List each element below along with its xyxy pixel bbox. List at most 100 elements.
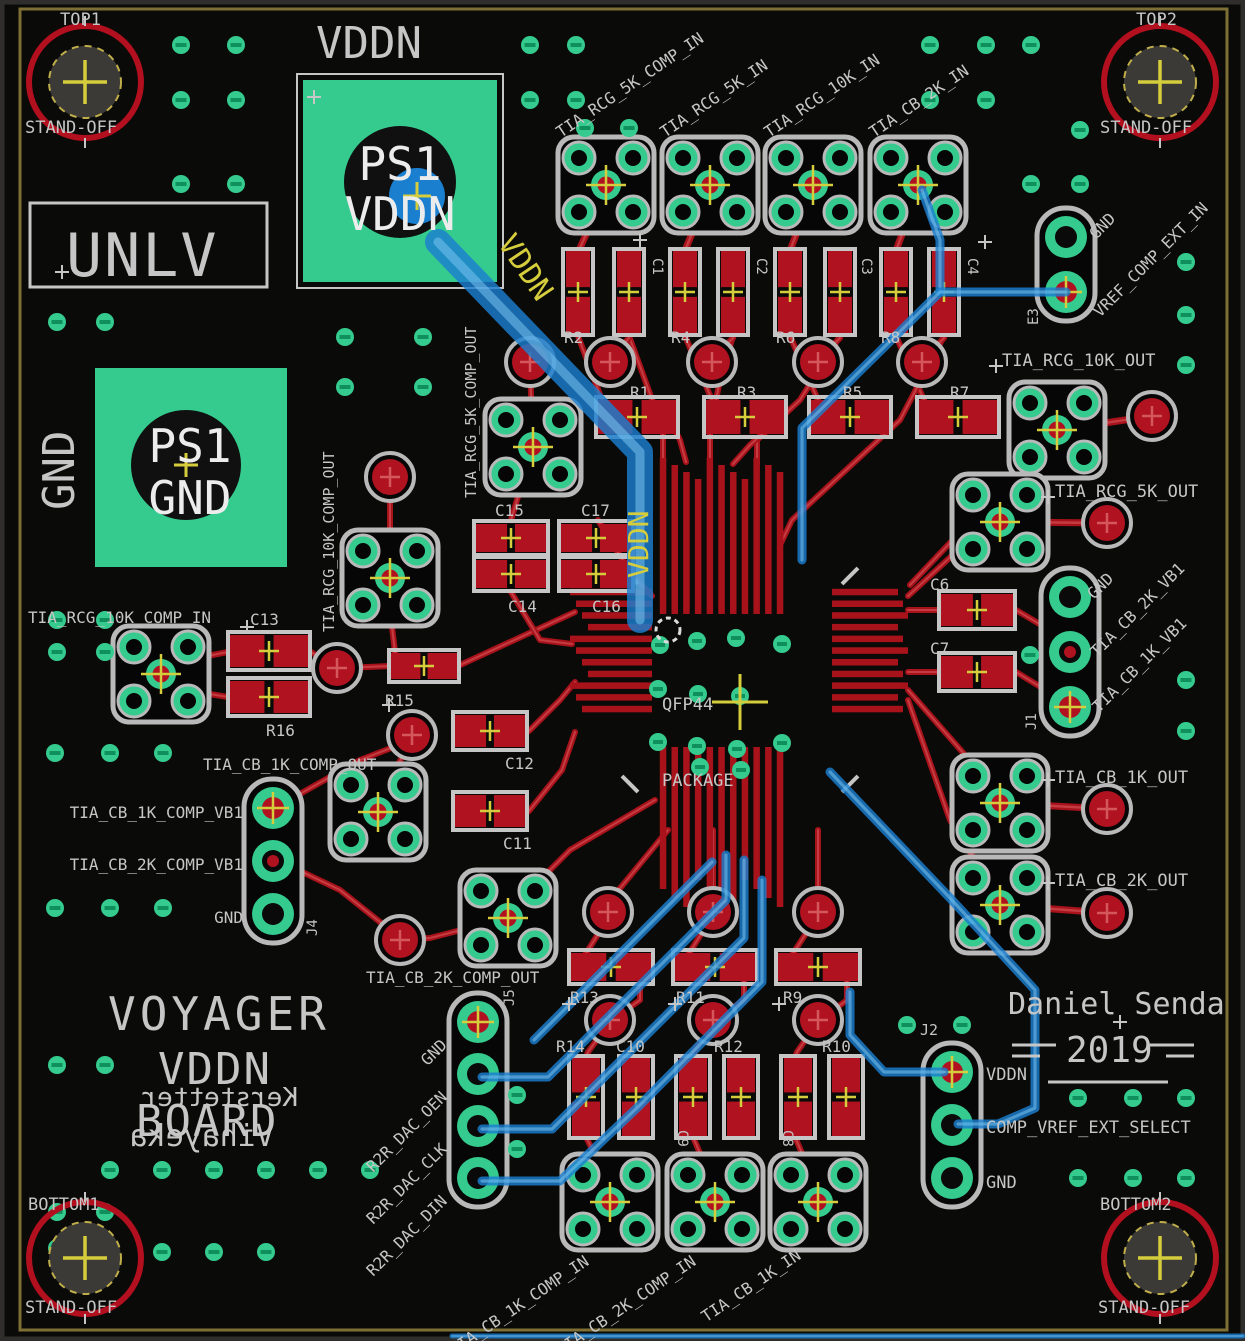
qfp-pin-right[interactable] [832, 659, 898, 666]
qfp-pin-right[interactable] [832, 635, 903, 643]
test-point[interactable] [386, 709, 438, 761]
qfp-pin-left[interactable] [582, 659, 652, 666]
smd-pad[interactable] [884, 251, 908, 288]
test-point[interactable] [311, 642, 363, 694]
mount-hole-bottom1[interactable] [26, 1192, 144, 1324]
smd-r11[interactable] [671, 948, 759, 986]
test-point[interactable] [1081, 497, 1133, 549]
qfp-pin-top[interactable] [718, 465, 725, 614]
qfp-pin-left[interactable] [588, 623, 652, 631]
smd-pad[interactable] [932, 296, 956, 333]
smd-pad[interactable] [828, 296, 852, 333]
sma-tia_cb_2k_out[interactable] [949, 854, 1051, 956]
qfp-pin-left[interactable] [582, 705, 652, 713]
qfp-pin-right[interactable] [832, 670, 903, 678]
smd-r6[interactable] [773, 247, 807, 337]
qfp-pin-bottom[interactable] [730, 747, 737, 907]
smd-pad[interactable] [721, 296, 745, 333]
smd-c1[interactable] [612, 247, 646, 337]
qfp-pin-top[interactable] [706, 458, 714, 614]
smd-c16[interactable] [557, 555, 635, 593]
smd-r15[interactable] [387, 648, 461, 684]
sma-tia_rcg_10k_out[interactable] [1006, 379, 1108, 481]
qfp-pin-left[interactable] [588, 670, 652, 678]
smd-pad[interactable] [832, 1101, 860, 1136]
qfp-pin-top[interactable] [753, 458, 760, 614]
smd-c9x[interactable] [722, 1054, 760, 1140]
test-point[interactable] [364, 451, 416, 503]
qfp-pin-bottom[interactable] [765, 747, 772, 898]
qfp-pin-left[interactable] [576, 694, 652, 701]
qfp-pin-right[interactable] [832, 647, 908, 654]
smd-c7[interactable] [937, 651, 1017, 693]
sma-tia_rcg_10k_in[interactable] [762, 134, 864, 236]
qfp-pin-bottom[interactable] [671, 747, 679, 898]
smd-pad[interactable] [721, 251, 745, 288]
smd-pad[interactable] [230, 635, 265, 667]
smd-pad[interactable] [727, 1058, 755, 1093]
header-e3[interactable] [1034, 205, 1098, 324]
smd-pad[interactable] [566, 251, 590, 288]
smd-r4[interactable] [668, 247, 702, 337]
sma-tia_rcg_10k_comp_in[interactable] [110, 623, 212, 725]
qfp-pin-left[interactable] [576, 600, 652, 608]
qfp-pin-right[interactable] [832, 600, 903, 608]
qfp-pin-top[interactable] [776, 472, 784, 614]
qfp-pin-top[interactable] [741, 479, 749, 614]
smd-c13[interactable] [226, 630, 312, 672]
bottom-copper-traces[interactable] [425, 185, 1245, 1339]
smd-c3[interactable] [823, 247, 857, 337]
sma-tia_rcg_10k_comp_out[interactable] [339, 527, 441, 629]
test-point[interactable] [792, 336, 844, 388]
smd-pad[interactable] [622, 1058, 650, 1093]
qfp-pin-right[interactable] [832, 694, 898, 701]
smd-pad[interactable] [273, 635, 308, 667]
gnd-plane-pad[interactable] [95, 368, 287, 567]
test-points[interactable] [311, 336, 1178, 1046]
test-point[interactable] [1126, 390, 1178, 442]
test-point[interactable] [1081, 783, 1133, 835]
smd-r9[interactable] [774, 948, 862, 986]
qfp-pin-bottom[interactable] [776, 747, 784, 907]
sma-tia_cb_1k_comp_out[interactable] [327, 761, 429, 863]
smd-pad[interactable] [778, 953, 814, 981]
header-j2[interactable] [920, 1040, 984, 1210]
qfp-pin-right[interactable] [832, 705, 903, 713]
sma-tia_cb_2k_in[interactable] [867, 134, 969, 236]
smd-pad[interactable] [617, 296, 641, 333]
smd-pad[interactable] [784, 1058, 812, 1093]
qfp-pin-bottom[interactable] [741, 747, 749, 880]
smd-pad[interactable] [832, 1058, 860, 1093]
qfp-pin-top[interactable] [659, 458, 667, 614]
qfp-pin-bottom[interactable] [659, 747, 667, 889]
qfp-pin-top[interactable] [694, 479, 702, 614]
sma-tia_cb_1k_out[interactable] [949, 752, 1051, 854]
qfp-pin-bottom[interactable] [753, 747, 760, 889]
smd-c14[interactable] [472, 555, 550, 593]
sma-tia_rcg_5k_in[interactable] [659, 134, 761, 236]
smd-r12[interactable] [674, 1054, 712, 1140]
smd-pad[interactable] [641, 400, 676, 434]
smd-pad[interactable] [617, 251, 641, 288]
header-j5[interactable] [446, 990, 510, 1210]
smd-r16[interactable] [226, 676, 312, 718]
header-j1[interactable] [1038, 565, 1102, 739]
smd-pad[interactable] [778, 251, 802, 288]
smd-pad[interactable] [706, 400, 741, 434]
qfp44-footprint[interactable] [570, 458, 908, 907]
smd-r3[interactable] [702, 395, 788, 439]
smd-pad[interactable] [673, 296, 697, 333]
qfp-pin-bottom[interactable] [694, 747, 702, 880]
test-point[interactable] [584, 336, 636, 388]
qfp-pin-top[interactable] [671, 465, 679, 614]
qfp-pin-left[interactable] [570, 635, 652, 643]
test-point[interactable] [374, 914, 426, 966]
smd-pad[interactable] [749, 400, 784, 434]
qfp-pin-right[interactable] [832, 612, 908, 619]
smd-pad[interactable] [822, 953, 858, 981]
qfp-pin-left[interactable] [576, 647, 652, 654]
mount-hole-top1[interactable] [26, 16, 144, 148]
test-point[interactable] [896, 336, 948, 388]
qfp-pin-bottom[interactable] [683, 747, 690, 907]
